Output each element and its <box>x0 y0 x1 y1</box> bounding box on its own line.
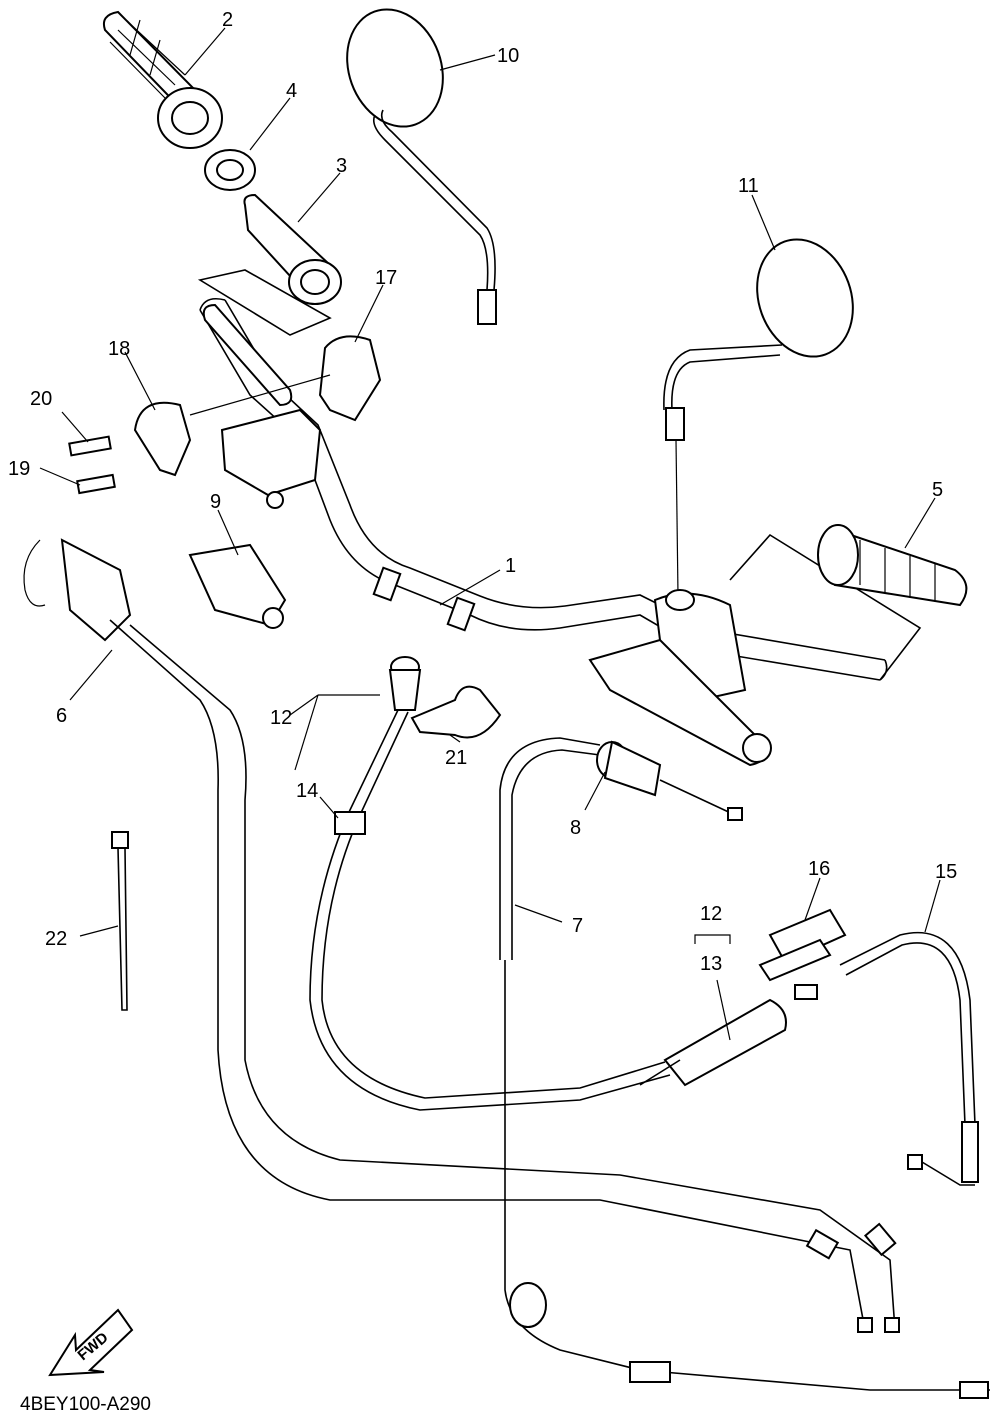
callout-16: 16 <box>808 858 830 880</box>
callout-1: 1 <box>505 555 516 577</box>
bracket <box>410 685 502 739</box>
callout-12b: 12 <box>700 903 722 925</box>
handlebar <box>199 297 888 681</box>
clip-16 <box>758 908 847 982</box>
throttle-cable <box>499 737 990 1399</box>
mirror-right <box>663 238 854 596</box>
callout-9: 9 <box>210 491 221 513</box>
callout-15: 15 <box>935 861 957 883</box>
cable-8 <box>596 740 743 821</box>
collar <box>204 149 256 191</box>
throttle-tube <box>197 193 342 407</box>
callout-20: 20 <box>30 388 52 410</box>
leader-lines <box>39 27 941 1041</box>
choke-plunger <box>639 984 818 1087</box>
diagram-code: 4BEY100-A290 <box>20 1394 151 1415</box>
callout-4: 4 <box>286 80 297 102</box>
switch-lever-right <box>588 589 772 767</box>
callout-6: 6 <box>56 705 67 727</box>
clutch-cables <box>23 538 900 1333</box>
cable-15 <box>839 931 979 1186</box>
choke-cable <box>309 656 671 1111</box>
callout-3: 3 <box>336 155 347 177</box>
callout-11: 11 <box>738 175 759 197</box>
callout-18: 18 <box>108 338 130 360</box>
throttle-housing <box>133 335 382 509</box>
fwd-arrow: FWD <box>48 1308 134 1377</box>
screws <box>68 435 116 495</box>
callout-19: 19 <box>8 458 30 480</box>
callout-22: 22 <box>45 928 67 950</box>
callout-21: 21 <box>445 747 467 769</box>
callout-2: 2 <box>222 9 233 31</box>
grip-right <box>729 524 968 681</box>
mirror-left <box>346 8 497 325</box>
cable-tie <box>111 831 129 1011</box>
callout-5: 5 <box>932 479 943 501</box>
lever-holder <box>188 543 287 629</box>
callouts: 1 2 3 4 5 6 7 8 9 10 11 12 12 13 14 15 1… <box>8 9 957 975</box>
grip-left <box>102 10 223 149</box>
callout-13: 13 <box>700 953 722 975</box>
callout-10: 10 <box>497 45 519 67</box>
callout-7: 7 <box>572 915 583 937</box>
callout-14: 14 <box>296 780 318 802</box>
callout-12a: 12 <box>270 707 292 729</box>
callout-17: 17 <box>375 267 397 289</box>
callout-8: 8 <box>570 817 581 839</box>
